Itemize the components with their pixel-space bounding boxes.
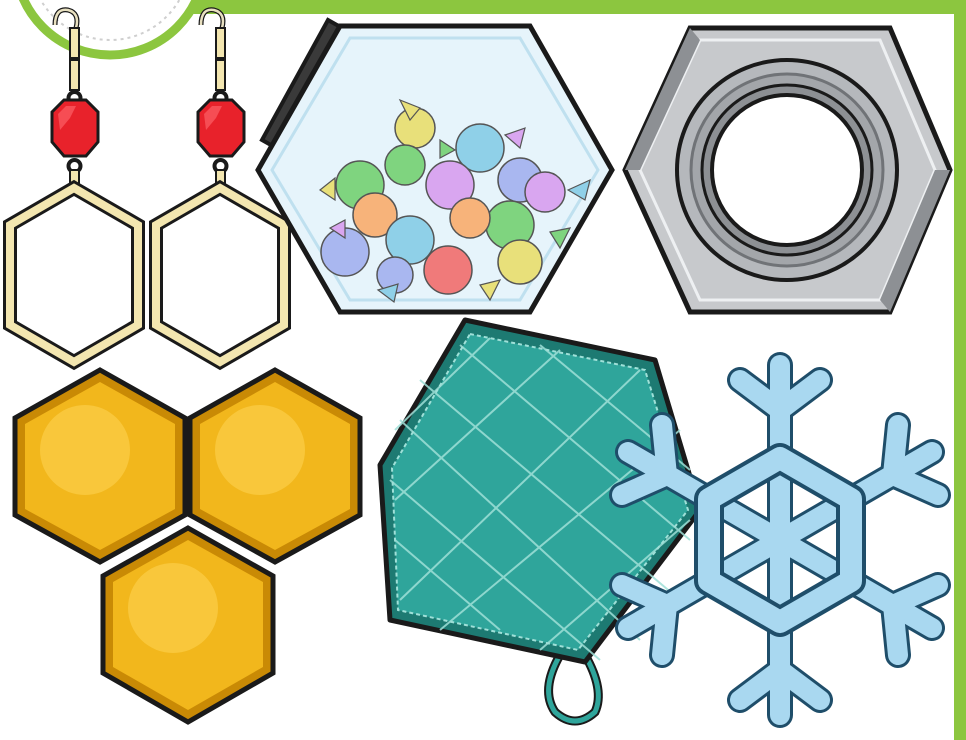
green-frame-top xyxy=(120,0,966,14)
snowflake xyxy=(609,352,951,728)
logo-badge xyxy=(18,0,202,60)
earring-right xyxy=(149,7,291,371)
honeycomb-cell-top-left xyxy=(12,367,188,565)
earring-left xyxy=(3,7,145,371)
pot-holder-quilting xyxy=(389,337,691,661)
candy-jar xyxy=(255,17,615,315)
hexagon-earrings xyxy=(3,7,291,371)
honeycomb xyxy=(12,367,363,725)
honeycomb-cell-top-right xyxy=(187,367,363,565)
green-frame-right xyxy=(954,0,966,740)
candy-wrappers xyxy=(318,98,591,304)
honeycomb-cell-bottom xyxy=(100,525,276,725)
hex-nut xyxy=(622,25,953,315)
candies xyxy=(320,107,566,295)
